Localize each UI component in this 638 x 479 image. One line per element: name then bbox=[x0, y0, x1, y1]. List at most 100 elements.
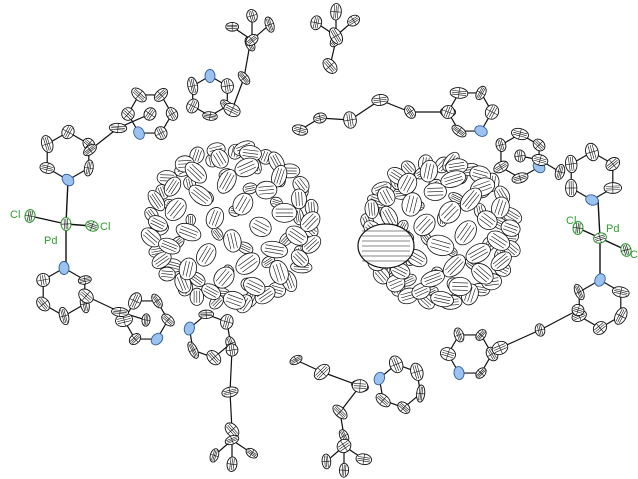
fullerene-atom-hatch bbox=[451, 195, 462, 201]
carbon-atom bbox=[39, 162, 55, 174]
fullerene-atom-hatch bbox=[215, 152, 224, 165]
fullerene-atom-hatch bbox=[297, 251, 307, 262]
fullerene-atom-hatch bbox=[473, 270, 487, 283]
fullerene-atom-hatch bbox=[279, 263, 286, 280]
fullerene-atom-hatch bbox=[299, 210, 302, 222]
carbon-atom bbox=[61, 124, 75, 140]
fullerene-atom-hatch bbox=[444, 176, 462, 183]
fullerene-carbon-atom bbox=[243, 276, 266, 296]
carbon-atom-axis bbox=[131, 335, 139, 343]
nitrogen-atom bbox=[474, 125, 488, 137]
fullerene-atom-hatch bbox=[258, 185, 274, 188]
fullerene-atom-hatch bbox=[145, 232, 158, 243]
fullerene-atom-hatch bbox=[406, 162, 415, 171]
fullerene-carbon-atom bbox=[430, 290, 454, 308]
carbon-atom-axis bbox=[608, 159, 617, 169]
fullerene-atom-hatch bbox=[201, 247, 211, 263]
bond bbox=[29, 215, 67, 225]
fullerene-atom-hatch bbox=[387, 208, 397, 223]
fullerene-atom-hatch bbox=[272, 285, 284, 290]
fullerene-atom-hatch bbox=[403, 176, 412, 191]
fullerene-atom-hatch bbox=[411, 251, 426, 260]
fullerene-carbon-atom bbox=[420, 269, 445, 288]
fullerene-atom-hatch bbox=[505, 222, 519, 228]
fullerene-atom-hatch bbox=[390, 283, 404, 290]
fullerene-atom-hatch bbox=[416, 290, 429, 298]
carbon-atom-axis bbox=[340, 440, 348, 452]
carbon-atom bbox=[495, 138, 507, 152]
fullerene-atom-hatch bbox=[448, 162, 464, 166]
carbon-atom-axis bbox=[325, 61, 335, 71]
fullerene-atom-hatch bbox=[297, 210, 300, 223]
carbon-atom-axis bbox=[410, 369, 423, 374]
fullerene-atom-hatch bbox=[153, 192, 164, 206]
carbon-atom bbox=[605, 157, 621, 171]
nitrogen-atom-ellipse bbox=[585, 194, 599, 206]
fullerene-atom-hatch bbox=[492, 253, 506, 265]
carbon-atom bbox=[128, 333, 142, 346]
carbon-atom bbox=[564, 154, 578, 174]
fullerene-atom-hatch bbox=[192, 275, 203, 284]
carbon-atom-axis bbox=[390, 361, 403, 367]
carbon-atom bbox=[440, 347, 456, 361]
fullerene-atom-hatch bbox=[500, 187, 509, 200]
fullerene-atom-hatch bbox=[294, 253, 305, 264]
fullerene-atom-hatch bbox=[213, 154, 221, 167]
fullerene-atom-hatch bbox=[161, 276, 173, 278]
carbon-atom-axis bbox=[227, 463, 237, 466]
carbon-atom-axis bbox=[230, 436, 234, 444]
chlorine-atom-axis bbox=[572, 227, 584, 229]
carbon-atom bbox=[355, 453, 373, 466]
fullerene-atom-hatch bbox=[404, 279, 415, 285]
fullerene-atom-hatch bbox=[368, 202, 370, 216]
carbon-atom bbox=[336, 438, 352, 454]
fullerene-atom-hatch bbox=[400, 175, 409, 190]
carbon-atom bbox=[565, 178, 578, 198]
fullerene-atom-hatch bbox=[260, 150, 266, 161]
fullerene-atom-hatch bbox=[441, 203, 453, 216]
fullerene-atom-hatch bbox=[430, 164, 435, 180]
carbon-atom bbox=[371, 94, 389, 106]
palladium-atom bbox=[60, 217, 72, 231]
fullerene-atom-hatch bbox=[251, 226, 266, 235]
nitrogen-atom-ellipse bbox=[474, 125, 488, 137]
nitrogen-atom-ellipse bbox=[373, 371, 386, 386]
fullerene-carbon-atom bbox=[397, 172, 418, 195]
fullerene-atom-hatch bbox=[288, 272, 295, 288]
fullerene-atom-hatch bbox=[481, 215, 494, 225]
fullerene-atom-hatch bbox=[406, 178, 415, 193]
fullerene-atom-hatch bbox=[444, 154, 454, 167]
carbon-atom-axis bbox=[226, 341, 236, 346]
carbon-atom bbox=[511, 127, 529, 141]
fullerene-atom-hatch bbox=[160, 245, 176, 253]
fullerene-atom-hatch bbox=[239, 247, 250, 253]
fullerene-atom-hatch bbox=[167, 266, 179, 270]
carbon-atom bbox=[141, 313, 151, 327]
fullerene-atom-hatch bbox=[496, 258, 510, 269]
carbon-atom bbox=[475, 367, 487, 379]
carbon-atom-axis bbox=[400, 403, 408, 412]
carbon-atom bbox=[36, 296, 51, 312]
fullerene-carbon-atom bbox=[440, 170, 467, 188]
nitrogen-atom bbox=[453, 366, 465, 380]
carbon-atom bbox=[151, 293, 163, 309]
fullerene-carbon-atom bbox=[255, 180, 278, 200]
fullerene-atom-hatch bbox=[382, 211, 391, 226]
fullerene-atom-hatch bbox=[491, 235, 506, 246]
fullerene-carbon-atom bbox=[459, 187, 482, 212]
fullerene-atom-hatch bbox=[460, 225, 472, 241]
carbon-atom-axis bbox=[59, 314, 69, 318]
carbon-atom-axis bbox=[221, 84, 234, 88]
carbon-atom bbox=[77, 275, 92, 285]
carbon-atom-axis bbox=[350, 16, 357, 25]
carbon-atom-axis bbox=[405, 109, 415, 115]
carbon-atom bbox=[187, 76, 199, 96]
fullerene-atom-hatch bbox=[307, 241, 320, 252]
fullerene-atom-hatch bbox=[421, 221, 434, 234]
carbon-atom-axis bbox=[141, 319, 151, 321]
fullerene-carbon-atom bbox=[164, 197, 187, 221]
carbon-atom bbox=[108, 122, 128, 134]
fullerene-atom-hatch bbox=[424, 275, 441, 282]
left-cl-label-1: Cl bbox=[10, 209, 20, 221]
